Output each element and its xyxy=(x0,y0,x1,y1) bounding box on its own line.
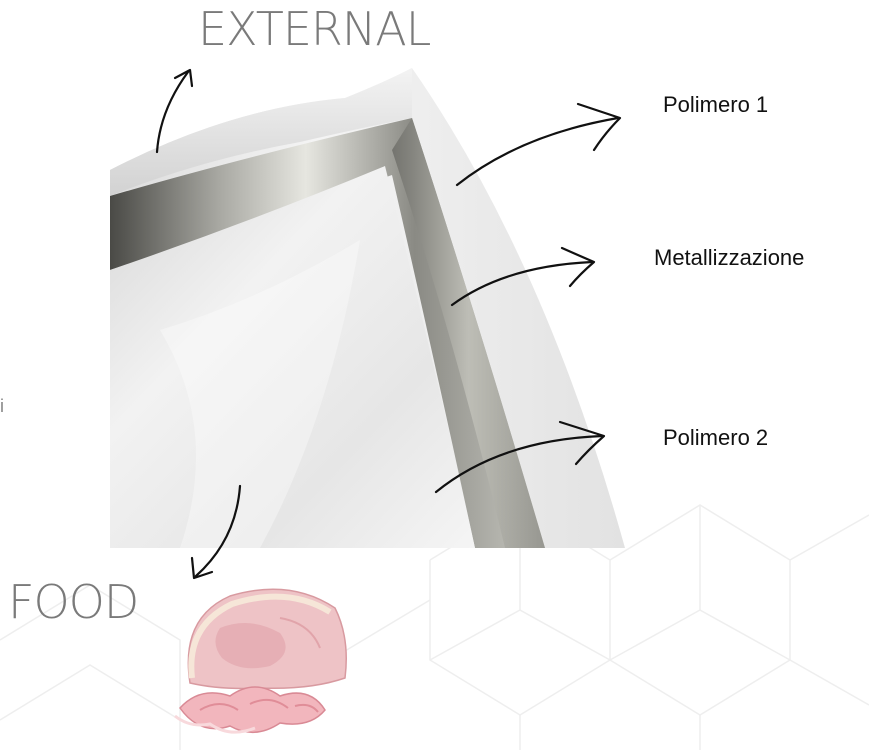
ham-icon xyxy=(160,578,360,748)
metallizzazione-label: Metallizzazione xyxy=(654,245,804,271)
food-label: FOOD xyxy=(8,575,138,629)
arrow-polimero-1-icon xyxy=(457,118,618,185)
arrow-food-head xyxy=(192,558,212,578)
arrow-external-icon xyxy=(157,72,188,152)
edge-text-fragment: i xyxy=(0,396,4,417)
polimero-1-label: Polimero 1 xyxy=(663,92,768,118)
polimero-2-label: Polimero 2 xyxy=(663,425,768,451)
arrow-polimero-2-head xyxy=(560,422,604,464)
arrow-polimero-1-head xyxy=(578,104,620,150)
arrow-food-icon xyxy=(196,486,240,576)
arrow-metallizzazione-head xyxy=(562,248,594,286)
external-label: EXTERNAL xyxy=(198,2,430,56)
